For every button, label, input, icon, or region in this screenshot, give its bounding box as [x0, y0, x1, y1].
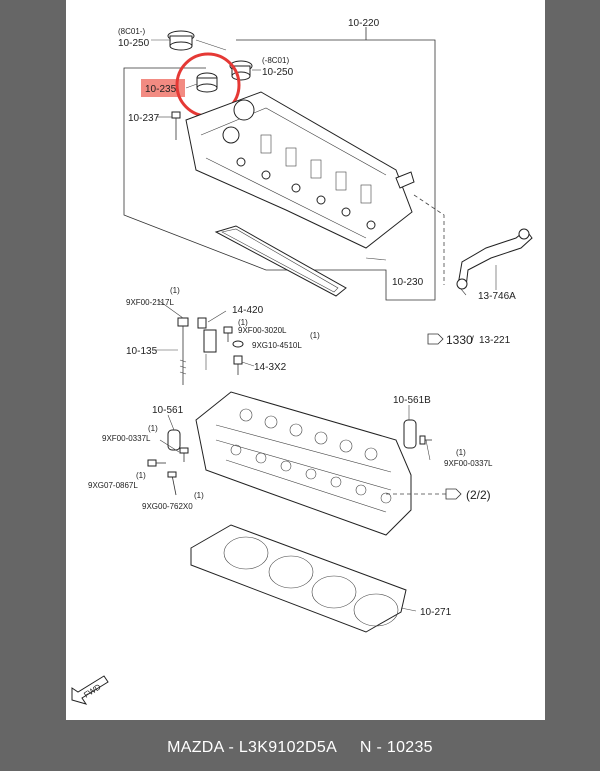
label-10-230: 10-230	[392, 277, 424, 288]
label-8c01-b: (-8C01)	[262, 56, 289, 65]
label-qty-d: (1)	[148, 424, 158, 433]
seal-10-235	[196, 72, 218, 93]
label-10-135: 10-135	[126, 346, 158, 357]
label-10-561b: 10-561B	[393, 395, 431, 406]
label-13-221: 13-221	[479, 335, 511, 346]
part-14-3x2	[233, 355, 243, 375]
ventilation-hose-13-746a	[456, 228, 533, 290]
label-14-3x2: 14-3X2	[254, 362, 287, 373]
label-10-235: 10-235	[145, 84, 177, 95]
cylinder-head	[195, 391, 412, 536]
bolt-10-237	[171, 111, 181, 140]
label-qty-f: (1)	[136, 471, 146, 480]
exploded-parts-diagram: (8C01-) 10-250 10-220 (-8C01) 10-250 10-…	[71, 18, 533, 705]
label-qty-c: (1)	[238, 318, 248, 327]
label-10-220: 10-220	[348, 18, 380, 29]
label-1330: 1330	[446, 333, 473, 347]
label-qty-e: (1)	[456, 448, 466, 457]
parts-diagram-sheet: (8C01-) 10-250 10-220 (-8C01) 10-250 10-…	[66, 0, 545, 720]
caption-brand: MAZDA	[167, 739, 224, 756]
gasket-10-561b	[403, 419, 417, 449]
label-qty-g: (1)	[194, 491, 204, 500]
caption-part-number: L3K9102D5A	[238, 739, 337, 756]
label-14-420: 14-420	[232, 305, 264, 316]
plug-9xg10-4510l	[232, 340, 244, 348]
caption-ref-code: 10235	[386, 739, 433, 756]
caption-separator-2: N -	[336, 739, 387, 756]
bolt-9xf00-0337l-right	[419, 435, 432, 445]
label-9xf00-0337l-a: 9XF00-0337L	[102, 434, 151, 443]
label-qty-b: (1)	[310, 331, 320, 340]
label-10-250-b: 10-250	[262, 67, 294, 78]
forward-direction-arrow	[71, 675, 109, 705]
label-9xf00-3020l: 9XF00-3020L	[238, 326, 287, 335]
cylinder-head-bolt-10-135	[177, 317, 189, 385]
label-9xg10-4510l: 9XG10-4510L	[252, 341, 302, 350]
label-9xf00-2117l: 9XF00-2117L	[126, 298, 174, 307]
label-2-2: (2/2)	[466, 488, 491, 502]
valve-cover-group-outline	[123, 39, 436, 301]
label-9xf00-0337l-b: 9XF00-0337L	[444, 459, 493, 468]
small-bolt-9xf00-3020l	[223, 326, 233, 342]
stud-9xg00-762x0	[167, 471, 177, 496]
oil-control-valve-14-420	[197, 317, 217, 370]
label-slash: /	[471, 335, 474, 346]
label-qty-a: (1)	[170, 286, 180, 295]
part-caption: MAZDA - L3K9102D5A N - 10235	[0, 728, 600, 768]
bolt-9xf00-0337l-left	[179, 447, 189, 462]
label-13-746a: 13-746A	[478, 291, 516, 302]
label-9xg00-762x0: 9XG00-762X0	[142, 502, 193, 511]
label-10-250-a: 10-250	[118, 38, 150, 49]
caption-separator: -	[223, 739, 239, 756]
gasket-10-561	[167, 429, 181, 451]
highlight-label-box	[141, 79, 185, 97]
bolt-9xg07-0867l	[147, 459, 166, 467]
cylinder-head-cover	[185, 91, 415, 249]
cylinder-head-gasket-10-271	[190, 524, 407, 633]
label-10-561: 10-561	[152, 405, 184, 416]
label-10-237: 10-237	[128, 113, 160, 124]
label-10-271: 10-271	[420, 607, 452, 618]
oil-filler-cap-8c01-after	[229, 60, 253, 81]
oil-filler-cap-8c01-before	[167, 30, 195, 51]
label-9xg07-0867l: 9XG07-0867L	[88, 481, 138, 490]
head-cover-gasket-10-230	[214, 225, 347, 297]
label-8c01-a: (8C01-)	[118, 27, 145, 36]
